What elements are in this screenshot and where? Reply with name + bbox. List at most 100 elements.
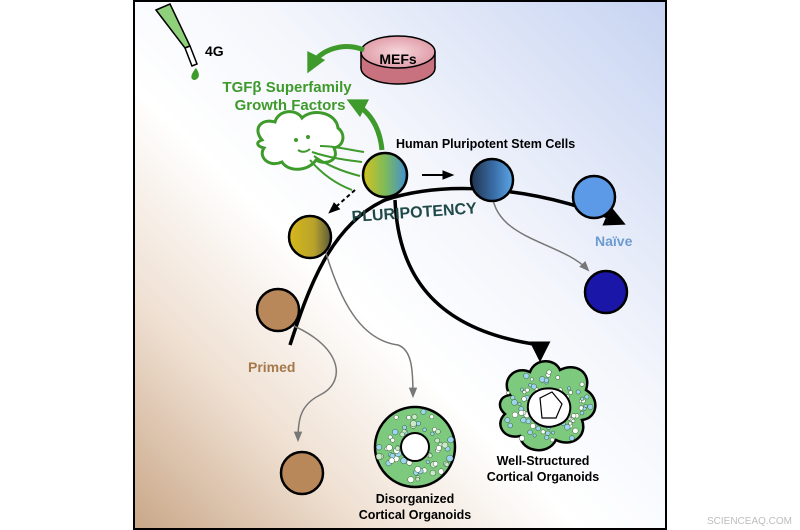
organoid-cell: [511, 411, 519, 418]
organoid-cell: [525, 418, 532, 425]
disorganized-label-line1: Disorganized: [376, 492, 455, 506]
pipette-icon: [154, 3, 199, 80]
intermediate-naive-cell: [469, 157, 515, 203]
organoid-cell: [435, 445, 442, 451]
organoid-cell: [568, 390, 573, 395]
organoid-cell: [390, 437, 396, 443]
organoid-cell: [569, 435, 575, 441]
to-disorganized-arrow: [324, 249, 418, 399]
organoid-cell: [535, 425, 541, 432]
wellstructured-organoid-icon: [498, 360, 597, 452]
organoid-cell: [391, 428, 399, 436]
hpsc-label: Human Pluripotent Stem Cells: [396, 137, 575, 151]
organoid-cell: [525, 387, 530, 393]
organoid-cell: [517, 402, 522, 406]
growth-factor-blob-icon: [256, 110, 365, 191]
organoid-cell: [551, 430, 556, 435]
organoid-cell: [415, 476, 420, 482]
cell-to-growth-arrow: [346, 99, 385, 151]
organoid-cell: [532, 433, 537, 438]
organoid-cell: [414, 466, 422, 473]
organoid-cell: [425, 459, 430, 464]
organoid-cell: [375, 444, 383, 451]
organoid-cell: [582, 406, 587, 411]
organoid-cell: [520, 387, 524, 392]
organoid-cell: [402, 425, 407, 430]
organoid-cell: [518, 435, 525, 442]
wellstructured-label-line1: Well-Structured: [497, 454, 590, 468]
organoid-cell: [529, 377, 534, 382]
organoid-cell: [409, 420, 417, 428]
organoid-cell: [504, 417, 511, 423]
watermark: SCIENCEAQ.COM: [707, 516, 792, 527]
naive-cell: [571, 174, 617, 220]
mefs-to-growth-arrow: [307, 44, 365, 74]
organoid-cell: [506, 390, 511, 395]
organoid-cell: [545, 430, 551, 436]
organoid-cell: [543, 377, 550, 383]
organoid-cell: [430, 431, 435, 436]
organoid-cell: [432, 461, 439, 467]
organoid-cell: [422, 427, 427, 432]
organoid-cell: [579, 410, 585, 416]
organoid-cell: [444, 462, 450, 467]
organoid-cell: [520, 417, 527, 424]
organoid-cell: [530, 383, 537, 390]
petri-dish-icon: [360, 35, 436, 85]
organoid-cell: [523, 372, 530, 379]
organoid-cell: [571, 413, 577, 419]
mefs-label: MEFs: [379, 51, 417, 67]
organoid-cell: [407, 476, 415, 483]
organoid-cell: [549, 437, 555, 443]
to-primed-bottom-arrow: [277, 319, 337, 443]
organoid-cell: [375, 453, 383, 461]
organoid-cell: [546, 369, 552, 375]
organoid-cell: [544, 435, 550, 440]
organoid-cell: [507, 422, 513, 429]
naive-label: Naïve: [595, 233, 633, 249]
organoid-cell: [511, 399, 518, 406]
organoid-cell: [393, 414, 399, 420]
organoid-cell: [522, 390, 527, 395]
organoid-cell: [386, 444, 393, 451]
organoid-cell: [567, 386, 572, 391]
organoid-cell: [395, 445, 401, 451]
organoid-cell: [434, 437, 440, 444]
pluripotency-main-arrow: [288, 186, 626, 346]
organoid-cell: [429, 414, 435, 420]
intermediate-primed-cell: [287, 214, 333, 260]
organoid-cell: [580, 396, 585, 401]
organoid-cell: [540, 429, 546, 435]
organoid-cell: [575, 389, 581, 395]
organoid-cell: [518, 409, 525, 416]
organoid-cell: [446, 454, 454, 462]
wellstructured-label-line2: Cortical Organoids: [487, 470, 600, 484]
organoid-cell: [427, 453, 433, 459]
primed-label: Primed: [248, 359, 295, 375]
to-wellstructured-arrow: [393, 199, 551, 363]
organoid-cell: [587, 403, 594, 410]
organoid-cell: [387, 434, 393, 440]
organoid-cell: [530, 423, 536, 429]
organoid-cell: [571, 418, 576, 423]
organoid-cell: [527, 429, 533, 435]
organoid-cell: [572, 427, 579, 434]
primed-bottom-cell: [279, 450, 325, 496]
organoid-cell: [388, 457, 395, 464]
dark-blue-cell: [583, 269, 629, 315]
growth-factors-line2: Growth Factors: [235, 97, 346, 114]
organoid-cell: [411, 414, 418, 420]
organoid-cell: [399, 431, 405, 438]
organoid-cell: [521, 396, 527, 402]
growth-factors-line1: TGFβ Superfamily: [222, 79, 352, 96]
disorganized-label-line2: Cortical Organoids: [359, 508, 472, 522]
organoid-cell: [406, 415, 412, 421]
organoid-cell: [564, 424, 571, 431]
primed-cell: [255, 287, 301, 333]
disorganized-organoid-icon: [373, 405, 457, 489]
organoid-cell: [568, 421, 573, 426]
organoid-cell: [420, 408, 427, 415]
organoid-cell: [400, 457, 408, 465]
organoid-cell: [579, 381, 585, 387]
